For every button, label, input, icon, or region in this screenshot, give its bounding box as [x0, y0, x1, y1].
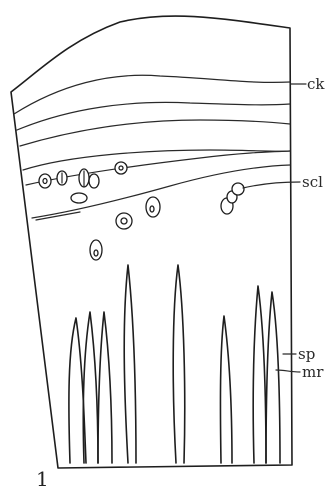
leader-mr: [276, 370, 300, 372]
cork-layer-3: [20, 120, 290, 146]
cork-layer-1: [14, 75, 290, 114]
cork-layer-2: [17, 102, 290, 130]
section-outline: [11, 16, 292, 468]
phloem-strands: [69, 265, 280, 463]
label-scl: scl: [302, 173, 323, 191]
label-mr: mr: [302, 363, 324, 381]
scl-band-bottom: [32, 165, 290, 218]
label-sp: sp: [298, 345, 315, 363]
label-ck: ck: [307, 75, 325, 93]
figure-number: 1: [36, 467, 49, 491]
